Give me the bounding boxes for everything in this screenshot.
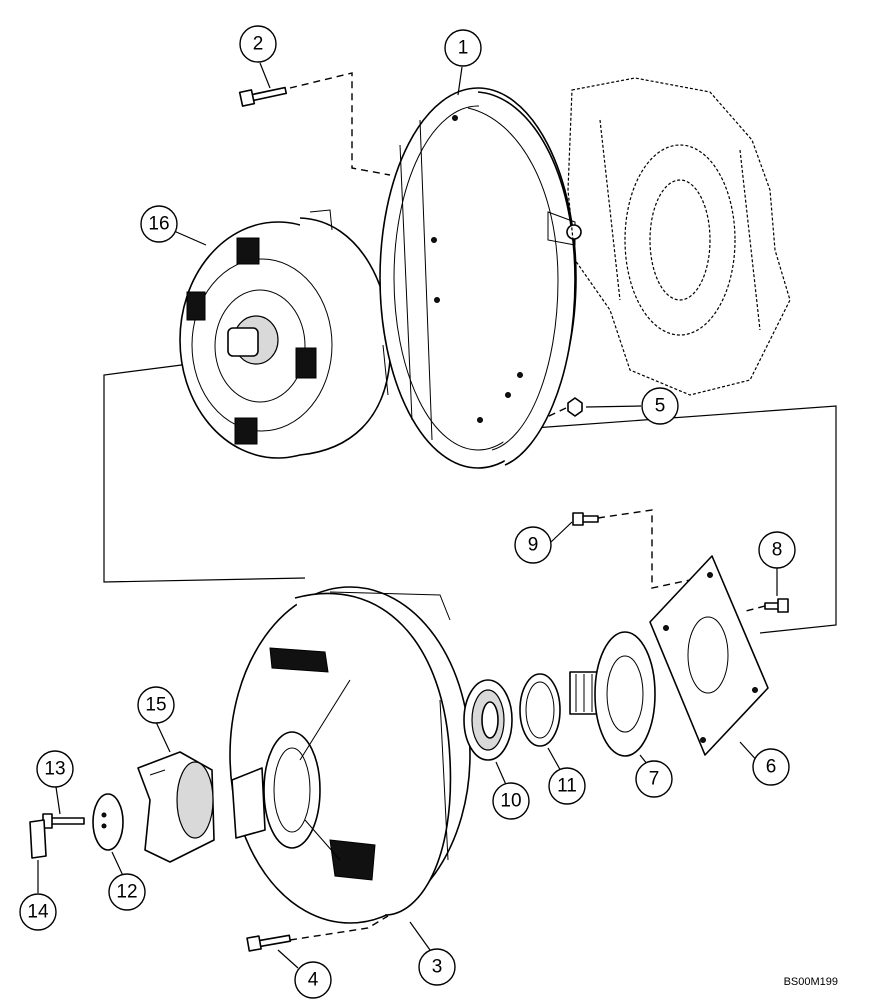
callout-8: 8 [758, 531, 796, 569]
drawing-reference-code: BS00M199 [783, 976, 838, 988]
bolt-8-part [764, 598, 789, 613]
svg-text:3: 3 [432, 957, 443, 978]
svg-text:4: 4 [308, 970, 319, 991]
bolt-13-part [42, 813, 85, 829]
callout-16: 16 [140, 205, 178, 243]
svg-text:5: 5 [655, 396, 666, 417]
nut-5-part [567, 397, 583, 417]
svg-text:15: 15 [145, 695, 166, 716]
svg-text:9: 9 [528, 535, 539, 556]
svg-text:13: 13 [44, 759, 65, 780]
plate-6-part [649, 555, 769, 756]
svg-text:10: 10 [500, 791, 521, 812]
leader-2 [259, 62, 271, 89]
callout-7: 7 [635, 760, 673, 798]
yoke-part [137, 751, 215, 863]
leader-15 [155, 721, 171, 753]
lower-housing-part [229, 586, 471, 924]
callout-11: 11 [548, 767, 586, 805]
callout-4: 4 [294, 961, 332, 999]
torque-converter-part [179, 209, 392, 459]
callout-14: 14 [19, 893, 57, 931]
callout-9: 9 [514, 526, 552, 564]
assembly-line-right [533, 405, 837, 634]
svg-text:1: 1 [458, 38, 469, 59]
callout-1: 1 [444, 29, 482, 67]
bolt-2-part [238, 86, 288, 107]
bolt-9-part [572, 512, 599, 526]
leader-16 [173, 230, 207, 246]
leader-1 [457, 66, 463, 96]
svg-text:12: 12 [116, 882, 137, 903]
callout-12: 12 [108, 873, 146, 911]
svg-text:7: 7 [649, 769, 660, 790]
callout-6: 6 [752, 748, 790, 786]
snap-ring-part [519, 673, 561, 747]
callout-10: 10 [492, 782, 530, 820]
assembly-line [103, 361, 306, 583]
install-path-9 [597, 509, 691, 589]
bolt-4-part [246, 934, 292, 952]
leader-4 [277, 949, 299, 969]
callout-3: 3 [418, 948, 456, 986]
engine-block-ghost [567, 77, 791, 396]
svg-text:14: 14 [27, 902, 49, 923]
svg-text:8: 8 [772, 540, 783, 561]
install-path-8 [741, 605, 766, 613]
bearing-part [463, 679, 513, 761]
callout-13: 13 [36, 750, 74, 788]
leader-3 [409, 921, 431, 951]
svg-text:2: 2 [253, 34, 264, 55]
leader-13 [55, 786, 61, 815]
install-path-2 [289, 72, 391, 176]
svg-text:16: 16 [148, 214, 169, 235]
callout-15: 15 [137, 686, 175, 724]
leader-5 [585, 405, 642, 408]
housing-ring-part [379, 87, 582, 469]
hub-part [569, 631, 656, 757]
svg-text:6: 6 [766, 757, 777, 778]
leader-9 [550, 521, 573, 543]
callout-5: 5 [641, 387, 679, 425]
callout-2: 2 [239, 25, 277, 63]
install-path-4 [289, 915, 389, 941]
plate-14-part [29, 819, 47, 859]
install-path-5 [544, 407, 567, 419]
washer-part [92, 793, 124, 851]
svg-text:11: 11 [557, 776, 577, 797]
